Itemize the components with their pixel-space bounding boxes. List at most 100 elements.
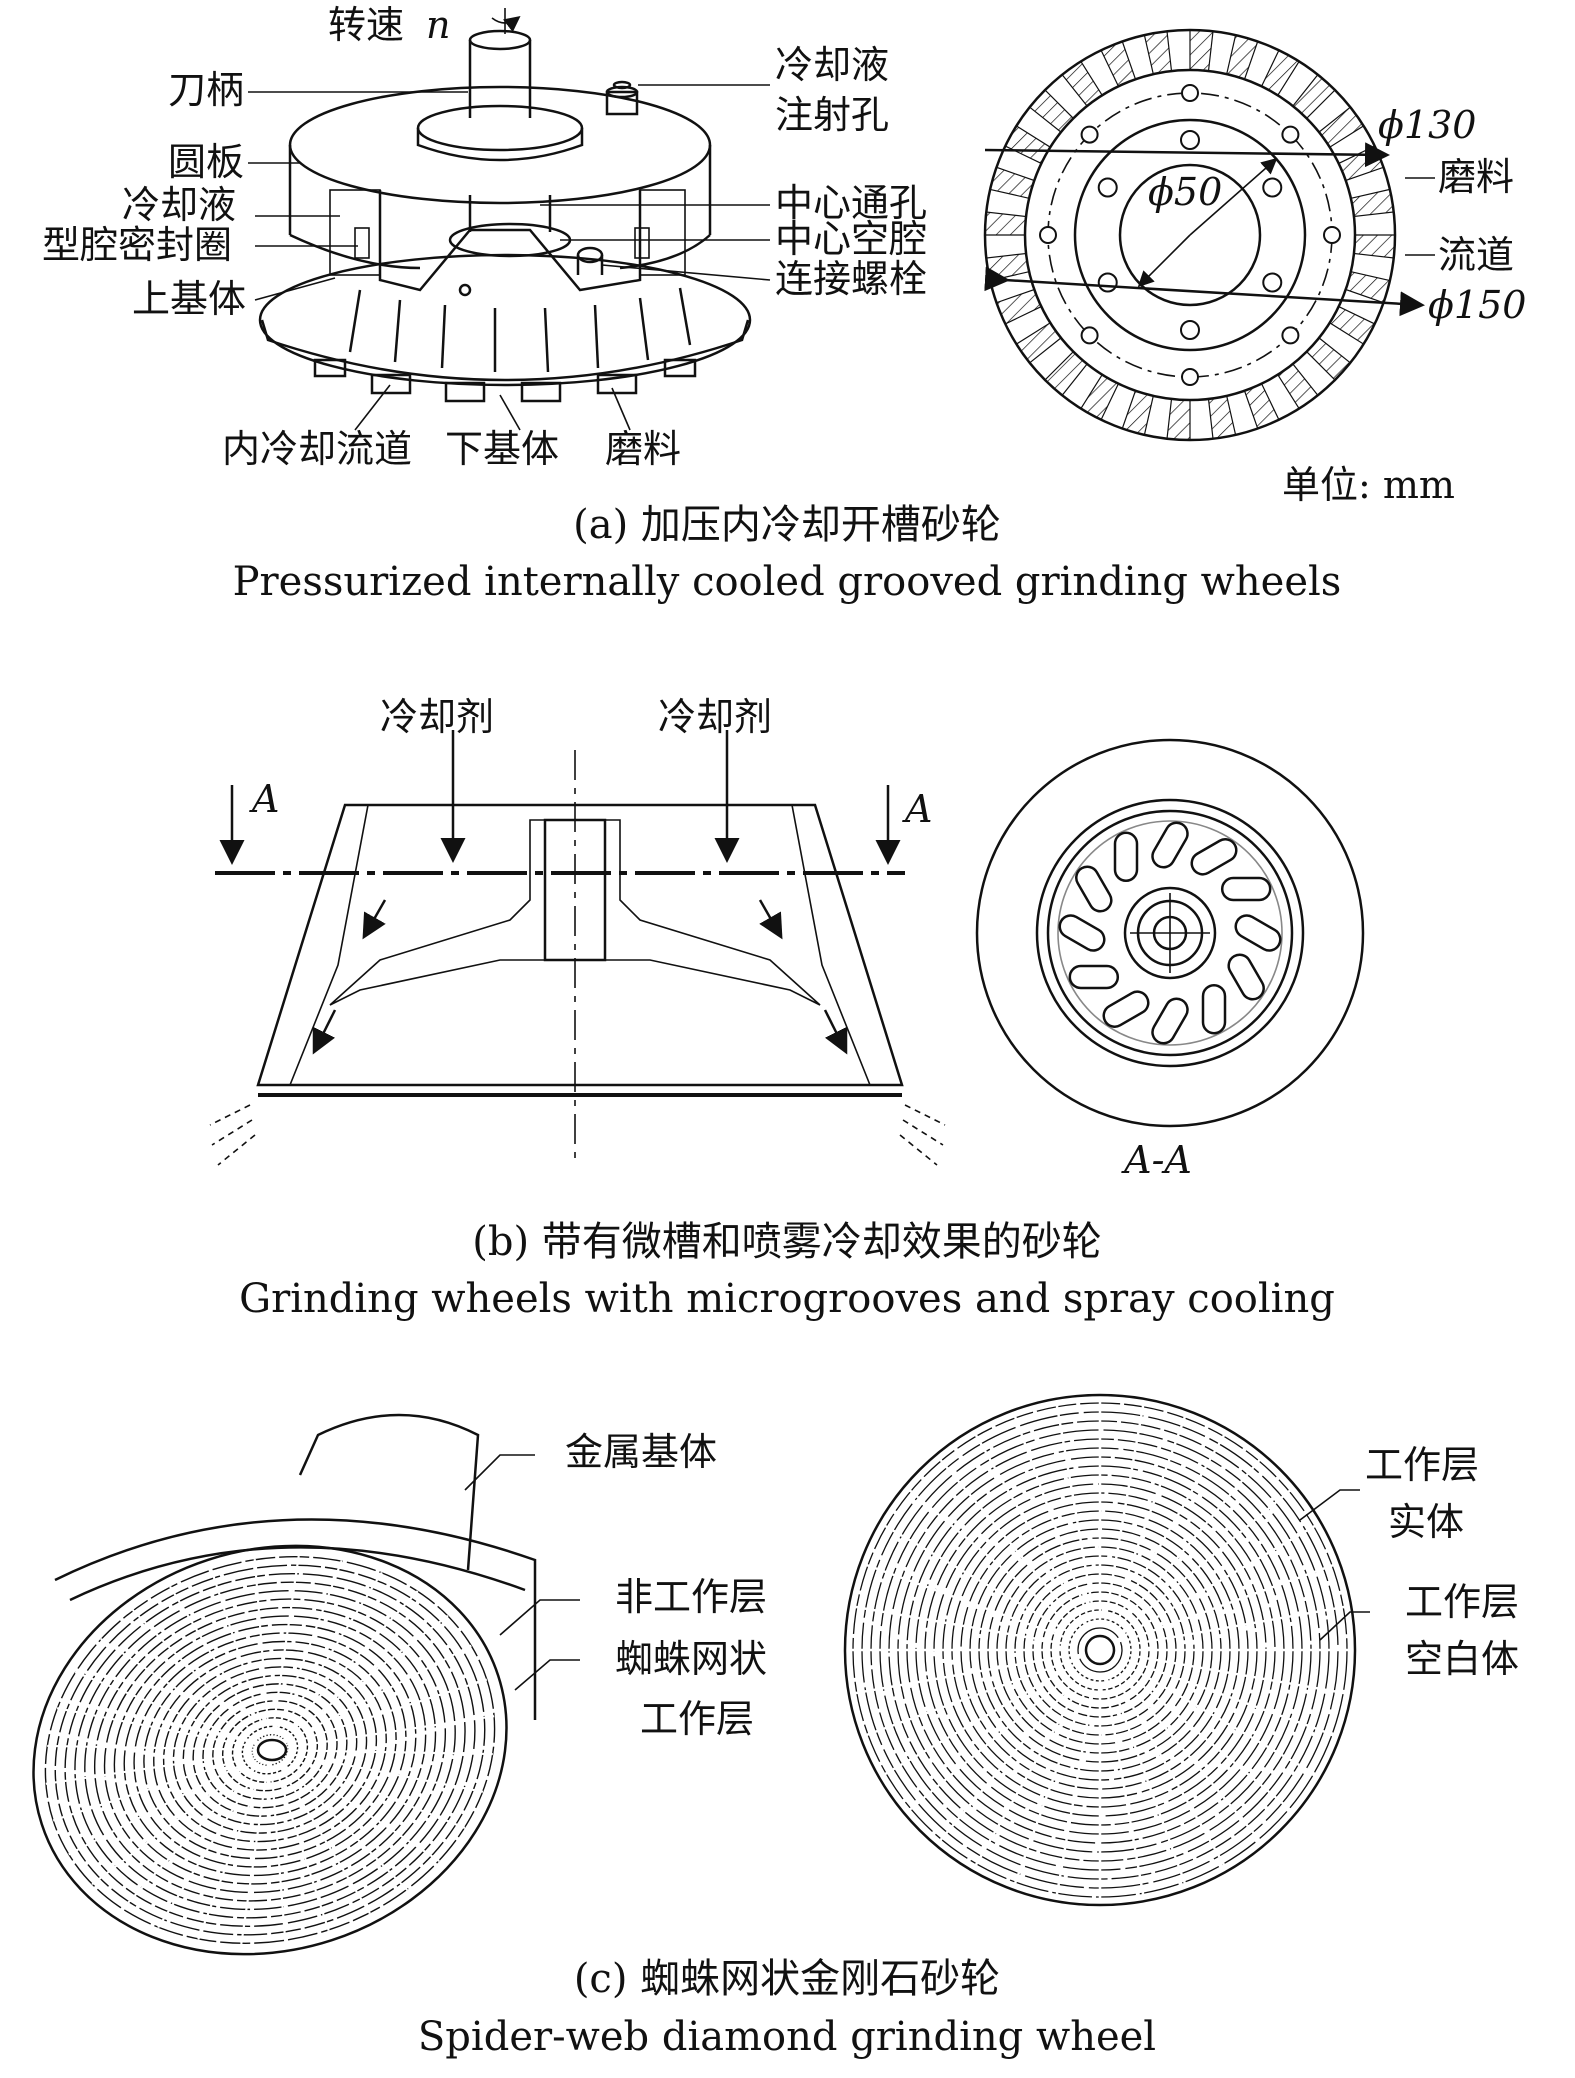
web-spoke [121, 1749, 271, 1910]
bolt-hole [1281, 125, 1300, 144]
bolt-hole [1181, 84, 1199, 102]
web-spoke [269, 1748, 484, 1793]
abrasive-segment [1318, 106, 1365, 149]
web-spoke [47, 1744, 271, 1752]
spider-layer-label-1: 蜘蛛网状 [615, 1637, 767, 1681]
center-cavity-label: 中心空腔 [775, 217, 927, 261]
web-spoke [1110, 1431, 1228, 1630]
web-spoke [906, 1487, 1083, 1636]
web-spoke [268, 1555, 300, 1751]
web-spoke [1102, 1401, 1145, 1627]
abrasive-segment [1080, 373, 1120, 421]
web-spoke [268, 1749, 330, 1932]
abrasive-segment [1260, 49, 1300, 97]
web-ring [1077, 1627, 1123, 1673]
web-spoke [1120, 1660, 1319, 1778]
abrasive-segment [1189, 29, 1214, 72]
web-spoke [269, 1749, 409, 1891]
web-spoke [100, 1637, 271, 1751]
web-spoke [881, 1660, 1080, 1778]
inner-channel-label: 内冷却流道 [222, 427, 412, 471]
bolt-hole [1181, 368, 1199, 386]
abrasive-segment [1207, 395, 1237, 440]
dim-50: ϕ50 [1148, 170, 1222, 214]
web-spoke [52, 1748, 271, 1822]
panel-c-leaders-right [1299, 1489, 1370, 1641]
microgroove [1068, 964, 1120, 990]
abrasive-segment [1276, 363, 1319, 410]
caption-a-cn: (a) 加压内冷却开槽砂轮 [573, 502, 1001, 548]
web-spoke [937, 1667, 1086, 1844]
web-spoke [862, 1657, 1078, 1738]
web-spoke [1055, 1673, 1098, 1899]
bolt-hole [1281, 326, 1300, 345]
channel-right-label: 流道 [1438, 233, 1514, 277]
web-spoke [210, 1568, 272, 1751]
web-spoke [269, 1614, 449, 1751]
web-spoke [862, 1562, 1078, 1643]
caption-b-en: Grinding wheels with microgrooves and sp… [239, 1276, 1335, 1322]
abrasive-segment-ring [984, 29, 1396, 441]
work-blank-label-1: 工作层 [1405, 1580, 1519, 1624]
web-spoke [972, 1431, 1090, 1630]
web-spoke [269, 1748, 493, 1756]
microgroove [1151, 997, 1189, 1045]
abrasive-segment [1225, 34, 1259, 81]
caption-a-en: Pressurized internally cooled grooved gr… [233, 559, 1342, 605]
bolt-hole [1097, 177, 1118, 198]
web-spoke [169, 1585, 271, 1751]
web-spoke [269, 1749, 371, 1915]
work-solid-label-2: 实体 [1388, 1500, 1464, 1544]
web-spoke [1012, 1412, 1093, 1628]
abrasive-segment [1337, 145, 1385, 182]
web-spoke [1120, 1522, 1319, 1640]
section-view-drawing [209, 730, 946, 1166]
microgroove [1151, 821, 1189, 869]
work-blank-label-2: 空白体 [1405, 1637, 1519, 1681]
web-spoke [269, 1678, 488, 1752]
panel-b: 冷却剂 冷却剂 A A A-A (b) 带有微槽和喷雾冷却效果的砂轮 Grind… [209, 695, 1365, 1322]
web-spoke [74, 1671, 271, 1752]
speed-symbol: n [426, 3, 450, 47]
coolant-left-label: 冷却剂 [380, 695, 494, 739]
plate-label: 圆板 [168, 140, 244, 184]
abrasive-segment [1350, 188, 1395, 218]
microgroove [1227, 953, 1265, 1001]
bolt-hole [1080, 326, 1099, 345]
web-spoke [1055, 1401, 1098, 1627]
abrasive-segment [1166, 398, 1191, 441]
abrasive-segment [1121, 389, 1155, 436]
section-right-label: A [902, 787, 932, 831]
web-spoke [197, 1749, 272, 1940]
abrasive-segment [1028, 89, 1075, 133]
web-spoke [1122, 1657, 1338, 1738]
inner-channels [348, 287, 692, 373]
web-spoke [268, 1749, 287, 1942]
work-solid-label-1: 工作层 [1365, 1443, 1479, 1487]
spray-right [899, 1104, 946, 1166]
grooved-wheel-top-view [983, 28, 1435, 442]
bolt-hole [1180, 130, 1200, 150]
web-spoke [268, 1560, 343, 1751]
upper-base-label: 上基体 [132, 277, 246, 321]
seal-label: 型腔密封圈 [42, 223, 232, 267]
unit-label: 单位: mm [1282, 463, 1455, 507]
panel-c: 金属基体 非工作层 蜘蛛网状 工作层 工作层 实体 工作层 空白体 (c) 蜘蛛… [32, 1393, 1519, 2060]
web-spoke [131, 1609, 271, 1751]
web-spoke [240, 1749, 272, 1945]
caption-c-en: Spider-web diamond grinding wheel [418, 2014, 1156, 2060]
dim-130: ϕ130 [1378, 103, 1476, 147]
microgroove [1113, 831, 1139, 883]
microgroove [1075, 865, 1113, 913]
web-spoke [1114, 1456, 1263, 1633]
bolt-holes-outer [1039, 84, 1341, 386]
inlet-label-1: 冷却液 [775, 43, 889, 87]
web-spoke [1107, 1672, 1188, 1888]
abrasive-segment [1243, 382, 1280, 430]
web-spoke [1107, 1412, 1188, 1628]
web-spoke [1110, 1670, 1228, 1869]
web-spoke [269, 1749, 440, 1863]
web-spoke [1102, 1673, 1145, 1899]
web-spoke [906, 1664, 1083, 1813]
